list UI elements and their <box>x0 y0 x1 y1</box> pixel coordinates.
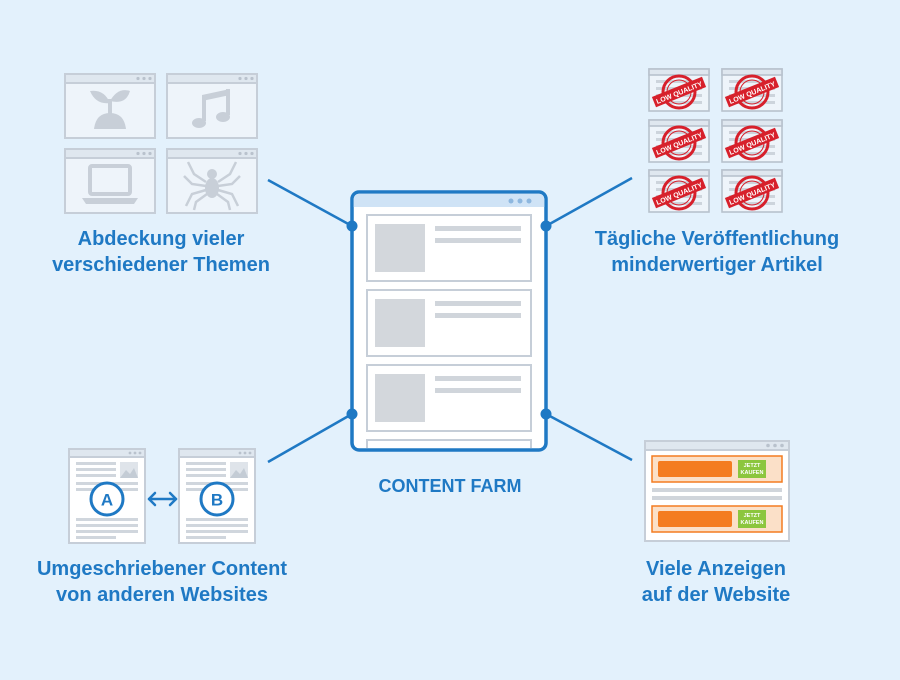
topic-tile-plant <box>64 73 156 139</box>
low-quality-stamp: LOW QUALITY <box>648 119 710 163</box>
document-a-label: A <box>101 491 113 510</box>
document-b: B <box>178 448 256 544</box>
low-quality-grid: LOW QUALITY LOW QUALITY LOW QUALITY LOW … <box>648 68 783 213</box>
topic-tile-spider <box>166 148 258 214</box>
low-quality-stamp: LOW QUALITY <box>648 169 710 213</box>
rewritten-caption-line1: Umgeschriebener Content <box>36 558 288 580</box>
double-arrow-icon <box>147 491 178 507</box>
ads-caption: Viele Anzeigen auf der Website <box>596 556 836 608</box>
laptop-icon <box>82 164 138 204</box>
ad-button-line2: KAUFEN <box>741 520 764 526</box>
ads-window: JETZT KAUFEN JETZT KAUFEN <box>644 440 790 542</box>
rewritten-caption-line2: von anderen Websites <box>56 584 268 606</box>
connection-dots <box>346 220 552 420</box>
ads-caption-line1: Viele Anzeigen <box>645 558 787 580</box>
rewritten-docs: A B <box>68 448 256 544</box>
content-farm-window <box>350 190 548 452</box>
low-quality-stamp: LOW QUALITY <box>721 169 783 213</box>
topic-tile-laptop <box>64 148 156 214</box>
ad-button-line1: JETZT <box>744 513 761 519</box>
topics-caption-line1: Abdeckung vieler <box>77 228 245 250</box>
connector-lines <box>267 176 633 464</box>
low-quality-stamp: LOW QUALITY <box>648 68 710 112</box>
document-a: A <box>68 448 146 544</box>
topic-tile-music <box>166 73 258 139</box>
ads-caption-line2: auf der Website <box>641 584 791 606</box>
article-card <box>366 364 532 432</box>
ad-banner: JETZT KAUFEN <box>651 455 783 483</box>
daily-caption-line1: Tägliche Veröffentlichung <box>594 228 840 250</box>
ad-button-line1: JETZT <box>744 463 761 469</box>
spider-icon <box>183 161 241 211</box>
daily-caption: Tägliche Veröffentlichung minderwertiger… <box>572 226 862 278</box>
document-b-label: B <box>211 491 223 510</box>
article-card <box>366 289 532 357</box>
low-quality-stamp: LOW QUALITY <box>721 119 783 163</box>
plant-icon <box>90 90 130 129</box>
daily-caption-line2: minderwertiger Artikel <box>611 254 823 276</box>
article-card-partial <box>366 439 532 448</box>
ad-banner: JETZT KAUFEN <box>651 505 783 533</box>
article-card <box>366 214 532 282</box>
topics-caption: Abdeckung vieler verschiedener Themen <box>30 226 292 278</box>
ad-button-line2: KAUFEN <box>741 470 764 476</box>
topics-caption-line2: verschiedener Themen <box>52 254 270 276</box>
content-farm-title: CONTENT FARM <box>378 476 522 496</box>
low-quality-stamp: LOW QUALITY <box>721 68 783 112</box>
topic-tiles <box>64 73 258 214</box>
music-note-icon <box>192 89 230 128</box>
rewritten-caption: Umgeschriebener Content von anderen Webs… <box>12 556 312 608</box>
